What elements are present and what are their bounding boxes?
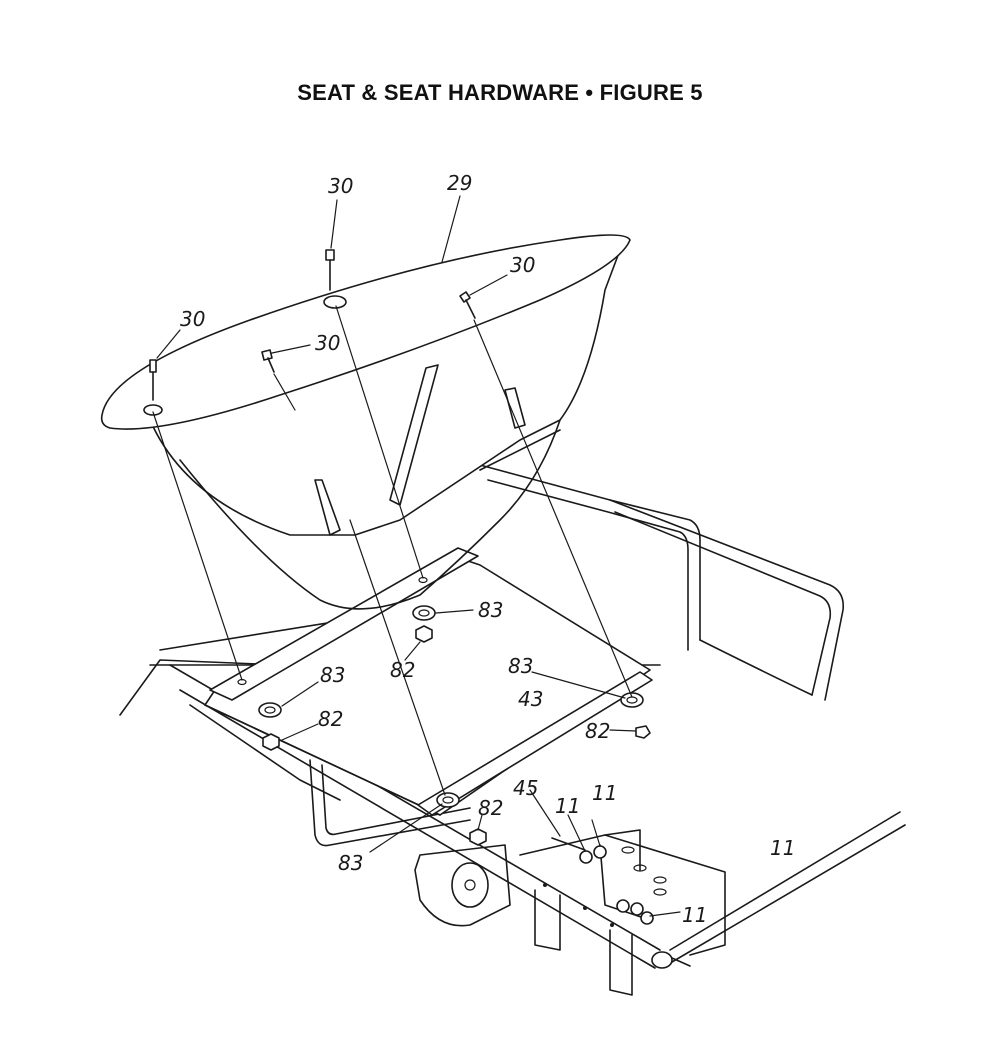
callout-82-lower: 82	[478, 796, 503, 820]
callout-83-lower: 83	[338, 851, 363, 875]
callout-11-a: 11	[555, 794, 580, 818]
callout-30-right: 30	[510, 253, 535, 277]
callout-83-upper: 83	[478, 598, 503, 622]
callout-43: 43	[518, 687, 543, 711]
nut-82-left	[262, 733, 280, 751]
callout-11-b: 11	[592, 781, 617, 805]
axle-hub-hole	[451, 862, 489, 908]
callout-82-left: 82	[318, 707, 343, 731]
callout-83-right: 83	[508, 654, 533, 678]
callout-11-d: 11	[682, 903, 707, 927]
callout-82-right: 82	[585, 719, 610, 743]
washer-83-left	[258, 702, 282, 718]
nut-82-lower	[469, 828, 487, 846]
callout-83-left: 83	[320, 663, 345, 687]
washer-83-lower	[436, 792, 460, 808]
seat-hardware	[258, 605, 651, 846]
nut-82-right	[635, 725, 651, 739]
callout-29: 29	[447, 171, 472, 195]
callout-45: 45	[513, 776, 538, 800]
page-title: SEAT & SEAT HARDWARE • FIGURE 5	[297, 80, 703, 105]
callout-30-top: 30	[328, 174, 353, 198]
callout-30-mid: 30	[315, 331, 340, 355]
callouts: 30 29 30 30 30 83 82 83 82 83 43 82 45 1…	[180, 171, 795, 927]
seat-shell	[100, 234, 631, 610]
seat-plate	[204, 547, 653, 816]
callout-30-left: 30	[180, 307, 205, 331]
assembly-lines	[152, 305, 633, 796]
washer-83-upper	[412, 605, 436, 621]
leader-lines	[156, 195, 681, 917]
washer-83-right	[620, 692, 644, 708]
callout-11-c: 11	[770, 836, 795, 860]
nut-82-upper	[415, 625, 433, 643]
callout-82-upper: 82	[390, 658, 415, 682]
